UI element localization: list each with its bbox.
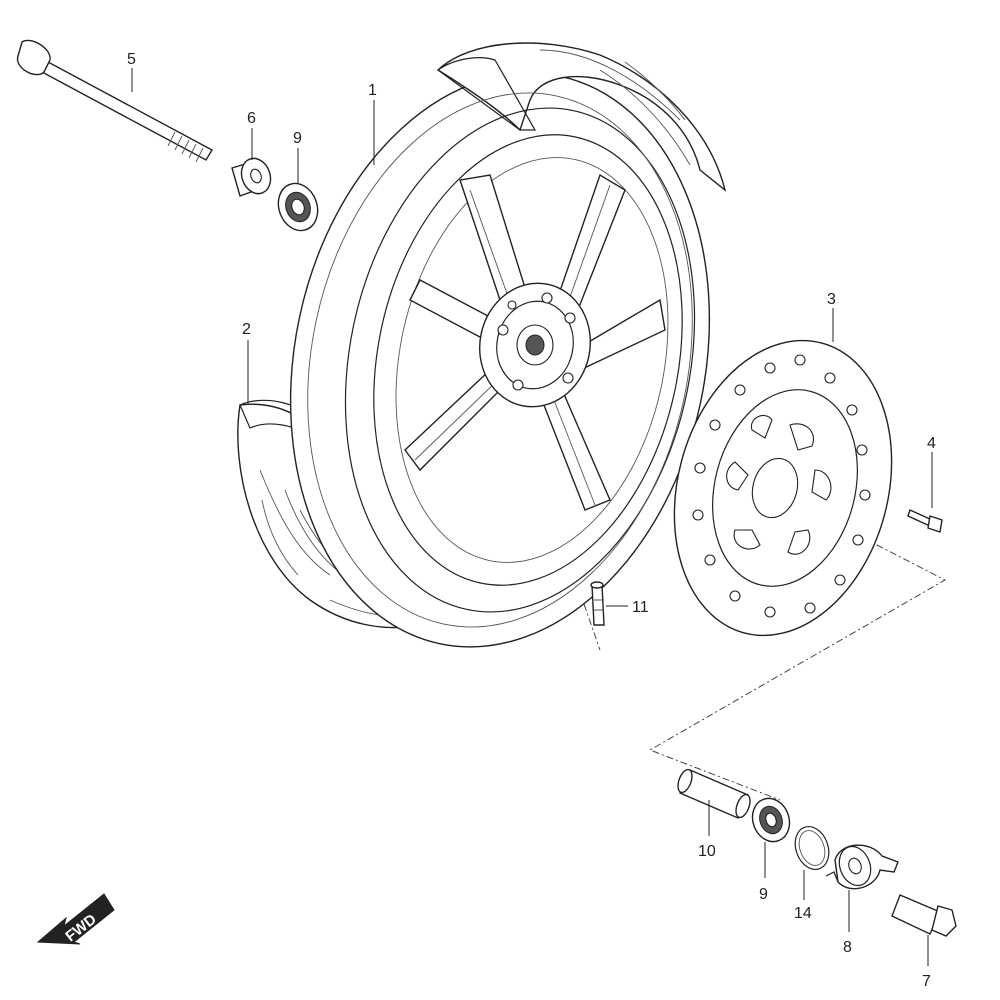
disc-bolt [907,509,943,533]
axle-nut [891,894,957,937]
callout-6: 6 [247,110,256,127]
callout-4: 4 [927,435,936,452]
forward-direction-arrow: FWD [36,893,115,945]
spacer [677,768,751,819]
callout-7: 7 [922,973,931,990]
front-axle [16,39,213,163]
callout-numbers: 1 2 3 4 5 6 9 11 10 9 14 8 7 [127,51,936,990]
callout-9-upper: 9 [293,130,302,147]
callout-11: 11 [632,599,649,616]
callout-5: 5 [127,51,136,68]
callout-3: 3 [827,291,836,308]
collar [231,157,272,197]
bearing-lower [751,797,791,843]
callout-8: 8 [843,939,852,956]
retainer-ring [794,826,830,870]
wheel-rim [289,42,727,648]
leader-lines [131,68,933,966]
callout-14: 14 [794,905,812,922]
brake-disc [673,339,893,637]
callout-1: 1 [368,82,377,99]
callout-10: 10 [698,843,716,860]
speedometer-gear-box [825,844,899,890]
callout-2: 2 [242,321,251,338]
air-valve [590,581,605,626]
callout-9-lower: 9 [759,886,768,903]
bearing-upper [277,182,319,232]
